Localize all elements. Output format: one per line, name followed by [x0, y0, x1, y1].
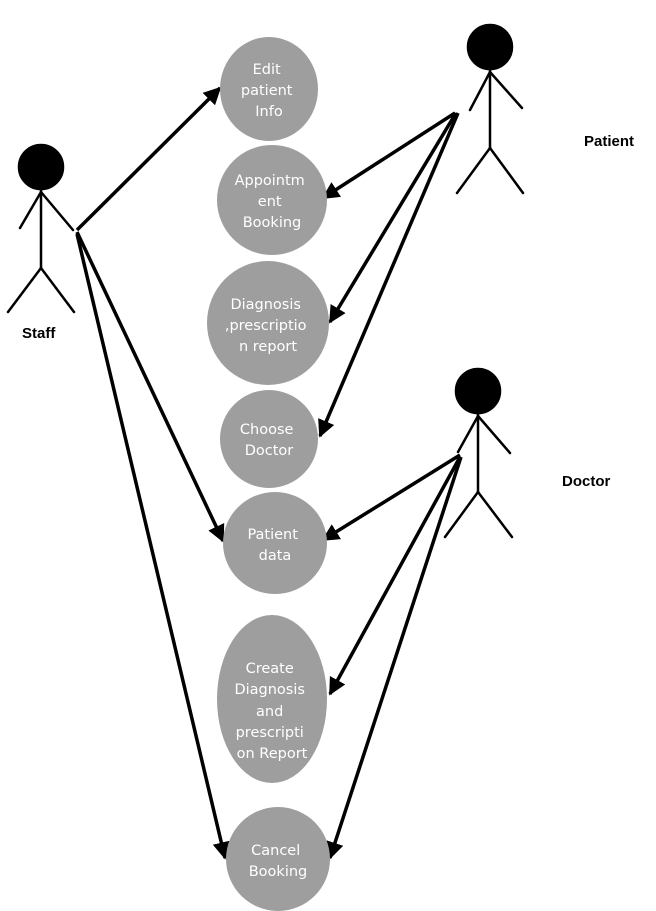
arrow-staff-edit-patient-info: [75, 86, 222, 232]
usecase-choose-doctor-line: Doctor: [245, 443, 294, 459]
usecase-diagnosis-report-line: n report: [239, 339, 297, 355]
svg-text:Cancel Booking: Cancel Booking: [249, 843, 308, 880]
usecase-appointment-booking-line: Appointm: [235, 173, 305, 189]
usecase-appointment-booking: Appointm ent Booking: [217, 145, 327, 255]
arrow-doctor-cancel-booking: [326, 456, 463, 860]
actor-staff: Staff: [6, 143, 76, 342]
usecase-choose-doctor: Choose Doctor: [220, 390, 318, 488]
usecase-create-report-line: on Report: [237, 746, 308, 762]
stick-figure-doctor-icon: [443, 367, 514, 539]
usecase-create-diagnosis-report: Create Diagnosis and prescripti on Repor…: [217, 615, 327, 783]
usecase-cancel-booking-line: Booking: [249, 864, 308, 880]
actor-patient: Patient: [455, 23, 634, 195]
actor-doctor: Doctor: [443, 367, 610, 539]
usecase-appointment-booking-line: ent: [258, 194, 282, 210]
usecase-create-report-line: Diagnosis: [234, 682, 304, 698]
arrow-patient-choose-doctor: [318, 112, 460, 438]
svg-text:Choose Doctor: Choose Doctor: [240, 422, 298, 459]
usecase-edit-patient-info-line: patient: [241, 83, 293, 99]
arrow-staff-patient-data: [75, 231, 225, 543]
usecase-edit-patient-info-line: Edit: [253, 62, 281, 78]
svg-text:Create Diagnosis: Create Diagnosis and prescripti on Repor…: [234, 661, 309, 762]
usecase-choose-doctor-line: Choose: [240, 422, 294, 438]
usecase-edit-patient-info-line: Info: [255, 104, 283, 120]
usecase-edit-patient-info: Edit patient Info: [220, 37, 318, 141]
usecase-create-diagnosis-report-shape: [217, 615, 327, 783]
usecase-choose-doctor-shape: [220, 390, 318, 488]
svg-text:Edit patient I: Edit patient Info: [241, 62, 297, 120]
usecase-edit-patient-info-shape: [220, 37, 318, 141]
usecase-diagnosis-prescription-report: Diagnosis ,prescriptio n report: [207, 261, 329, 385]
usecase-create-report-line: prescripti: [236, 725, 304, 741]
association-arrows: [75, 86, 463, 860]
stick-figure-patient-icon: [455, 23, 525, 195]
usecase-patient-data: Patient data: [223, 492, 327, 594]
usecase-create-report-line: and: [256, 704, 283, 720]
use-cases: Edit patient Info Appointm ent Booking D…: [207, 37, 330, 911]
usecase-patient-data-shape: [223, 492, 327, 594]
usecase-diagnosis-report-line: Diagnosis: [230, 297, 300, 313]
svg-text:Diagnosis ,prescriptio: Diagnosis ,prescriptio n report: [225, 297, 311, 355]
actor-label-staff: Staff: [22, 325, 56, 342]
usecase-cancel-booking: Cancel Booking: [226, 807, 330, 911]
usecase-patient-data-line: data: [259, 548, 292, 564]
arrow-staff-cancel-booking: [75, 233, 230, 860]
arrow-patient-diagnosis-report: [328, 112, 458, 324]
usecase-create-report-line: Create: [246, 661, 294, 677]
actor-label-doctor: Doctor: [562, 473, 610, 490]
usecase-cancel-booking-line: Cancel: [251, 843, 300, 859]
arrow-doctor-patient-data: [321, 453, 461, 542]
usecase-appointment-booking-shape: [217, 145, 327, 255]
arrow-doctor-create-report: [328, 456, 462, 696]
usecase-diagnosis-prescription-report-shape: [207, 261, 329, 385]
arrow-patient-appointment-booking: [321, 111, 456, 200]
usecase-cancel-booking-shape: [226, 807, 330, 911]
actor-label-patient: Patient: [584, 133, 634, 150]
usecase-diagnosis-report-line: ,prescriptio: [225, 318, 307, 334]
usecase-patient-data-line: Patient: [247, 527, 298, 543]
stick-figure-staff-icon: [6, 143, 76, 314]
svg-text:Appointm ent B: Appointm ent Booking: [235, 173, 310, 231]
usecase-appointment-booking-line: Booking: [243, 215, 302, 231]
svg-text:Patient data: Patient data: [247, 527, 302, 564]
